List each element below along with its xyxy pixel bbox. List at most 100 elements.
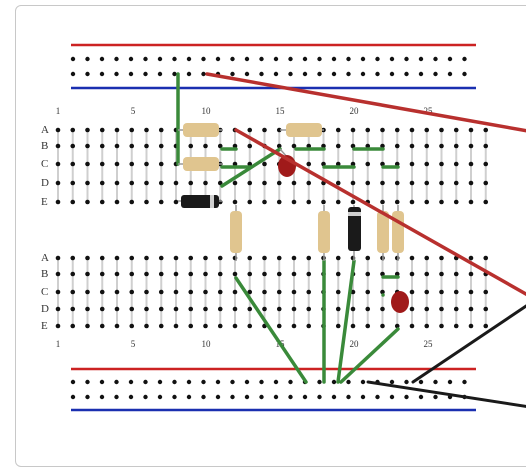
- rail-hole[interactable]: [418, 71, 424, 77]
- rail-hole[interactable]: [143, 394, 148, 400]
- rail-hole[interactable]: [360, 394, 366, 400]
- breadboard-hole[interactable]: [424, 323, 430, 329]
- red-wire-diagonal[interactable]: [234, 128, 526, 311]
- breadboard-hole[interactable]: [350, 180, 356, 186]
- breadboard-hole[interactable]: [409, 127, 415, 133]
- breadboard-hole[interactable]: [158, 323, 164, 329]
- breadboard-hole[interactable]: [144, 306, 149, 312]
- green-wire-fan-1[interactable]: [234, 276, 308, 384]
- rail-hole[interactable]: [128, 379, 134, 385]
- breadboard-hole[interactable]: [217, 289, 223, 295]
- diode-vertical[interactable]: [348, 205, 361, 261]
- breadboard-hole[interactable]: [453, 271, 459, 277]
- breadboard-hole[interactable]: [380, 161, 385, 167]
- breadboard-hole[interactable]: [439, 199, 444, 205]
- breadboard-hole[interactable]: [453, 306, 459, 312]
- breadboard-hole[interactable]: [424, 289, 430, 295]
- breadboard-hole[interactable]: [409, 306, 415, 312]
- rail-hole[interactable]: [85, 379, 90, 385]
- breadboard-hole[interactable]: [55, 180, 61, 186]
- rail-hole[interactable]: [404, 394, 409, 400]
- breadboard-hole[interactable]: [262, 306, 267, 312]
- breadboard-hole[interactable]: [70, 271, 76, 277]
- breadboard-hole[interactable]: [276, 323, 282, 329]
- breadboard-hole[interactable]: [306, 323, 312, 329]
- breadboard-hole[interactable]: [291, 255, 297, 261]
- breadboard-hole[interactable]: [453, 180, 459, 186]
- breadboard-hole[interactable]: [291, 306, 297, 312]
- breadboard-hole[interactable]: [173, 289, 179, 295]
- breadboard-hole[interactable]: [409, 199, 415, 205]
- breadboard-hole[interactable]: [232, 161, 238, 167]
- breadboard-hole[interactable]: [439, 127, 444, 133]
- rail-hole[interactable]: [288, 71, 293, 77]
- breadboard-hole[interactable]: [55, 199, 61, 205]
- rail-hole[interactable]: [331, 71, 337, 77]
- breadboard-hole[interactable]: [144, 289, 149, 295]
- rail-hole[interactable]: [157, 394, 163, 400]
- breadboard-hole[interactable]: [394, 161, 400, 167]
- breadboard-hole[interactable]: [144, 127, 149, 133]
- breadboard-hole[interactable]: [129, 199, 135, 205]
- breadboard-hole[interactable]: [365, 271, 371, 277]
- breadboard-hole[interactable]: [85, 289, 90, 295]
- breadboard-hole[interactable]: [306, 143, 312, 149]
- breadboard-hole[interactable]: [365, 255, 371, 261]
- breadboard-hole[interactable]: [306, 199, 312, 205]
- breadboard-hole[interactable]: [203, 306, 208, 312]
- rail-hole[interactable]: [70, 379, 76, 385]
- breadboard-hole[interactable]: [144, 199, 149, 205]
- breadboard-hole[interactable]: [276, 306, 282, 312]
- breadboard-hole[interactable]: [85, 180, 90, 186]
- breadboard-hole[interactable]: [144, 323, 149, 329]
- breadboard-hole[interactable]: [394, 143, 400, 149]
- breadboard-hole[interactable]: [262, 271, 267, 277]
- rail-hole[interactable]: [404, 379, 409, 385]
- breadboard-hole[interactable]: [217, 255, 223, 261]
- breadboard-hole[interactable]: [276, 199, 282, 205]
- breadboard-hole[interactable]: [114, 323, 120, 329]
- rail-hole[interactable]: [418, 379, 424, 385]
- breadboard-hole[interactable]: [321, 199, 326, 205]
- breadboard-hole[interactable]: [483, 180, 489, 186]
- rail-hole[interactable]: [201, 71, 206, 77]
- breadboard-hole[interactable]: [483, 127, 489, 133]
- breadboard-hole[interactable]: [365, 323, 371, 329]
- rail-hole[interactable]: [375, 56, 380, 62]
- rail-hole[interactable]: [447, 56, 453, 62]
- breadboard-hole[interactable]: [424, 180, 430, 186]
- breadboard-hole[interactable]: [335, 271, 341, 277]
- breadboard-hole[interactable]: [276, 255, 282, 261]
- breadboard-hole[interactable]: [188, 306, 194, 312]
- breadboard-hole[interactable]: [335, 306, 341, 312]
- breadboard-hole[interactable]: [114, 306, 120, 312]
- breadboard-hole[interactable]: [144, 161, 149, 167]
- breadboard-hole[interactable]: [55, 143, 61, 149]
- breadboard-hole[interactable]: [453, 127, 459, 133]
- breadboard-hole[interactable]: [453, 289, 459, 295]
- rail-hole[interactable]: [157, 379, 163, 385]
- breadboard-hole[interactable]: [453, 199, 459, 205]
- green-wire-fan-3[interactable]: [336, 259, 356, 384]
- breadboard-hole[interactable]: [439, 161, 444, 167]
- rail-hole[interactable]: [331, 379, 337, 385]
- breadboard-hole[interactable]: [217, 180, 223, 186]
- rail-hole[interactable]: [172, 394, 177, 400]
- rail-hole[interactable]: [317, 394, 322, 400]
- breadboard-hole[interactable]: [188, 255, 194, 261]
- rail-hole[interactable]: [114, 394, 119, 400]
- breadboard-hole[interactable]: [114, 161, 120, 167]
- resistor-top-3[interactable]: [280, 123, 324, 137]
- breadboard-hole[interactable]: [144, 271, 149, 277]
- breadboard-hole[interactable]: [247, 289, 253, 295]
- breadboard-hole[interactable]: [70, 143, 76, 149]
- breadboard-hole[interactable]: [55, 255, 61, 261]
- breadboard-hole[interactable]: [409, 143, 415, 149]
- rail-hole[interactable]: [288, 56, 293, 62]
- breadboard-hole[interactable]: [203, 143, 208, 149]
- breadboard-hole[interactable]: [99, 143, 105, 149]
- breadboard-hole[interactable]: [99, 180, 105, 186]
- rail-hole[interactable]: [215, 379, 221, 385]
- breadboard-hole[interactable]: [158, 306, 164, 312]
- breadboard-hole[interactable]: [173, 271, 179, 277]
